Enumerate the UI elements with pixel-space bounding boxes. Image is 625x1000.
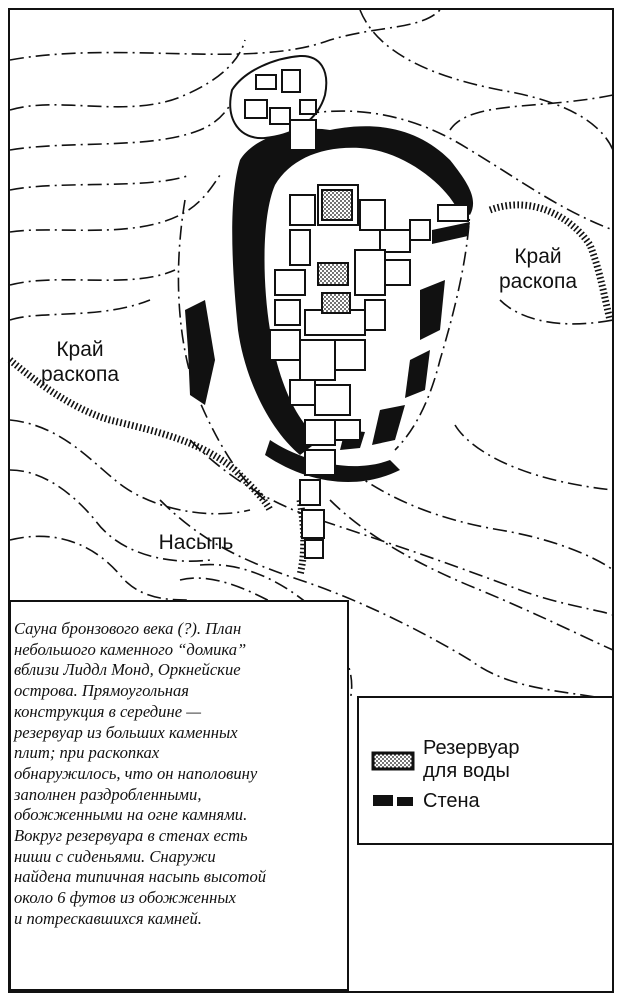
caption-text: Сауна бронзового века (?). План небольшо… [14, 619, 267, 928]
legend-wall-label: Стена [423, 790, 480, 812]
caption-panel [9, 600, 349, 991]
stone-slabs [229, 54, 469, 559]
water-tank-slabs [317, 189, 353, 314]
contour-lines [9, 9, 614, 701]
stone-walls [185, 126, 474, 482]
label-mound: Насыпь [158, 531, 234, 554]
legend-wall-icon [373, 795, 413, 806]
legend-water-tank-icon [371, 751, 415, 771]
label-excavation-edge-left: Край раскопа [40, 338, 119, 386]
map-frame [8, 8, 614, 993]
legend-water-tank-label: Резервуар для воды [423, 737, 520, 782]
label-excavation-edge-right: Край раскопа [498, 245, 577, 293]
excavation-edge [7, 201, 614, 576]
